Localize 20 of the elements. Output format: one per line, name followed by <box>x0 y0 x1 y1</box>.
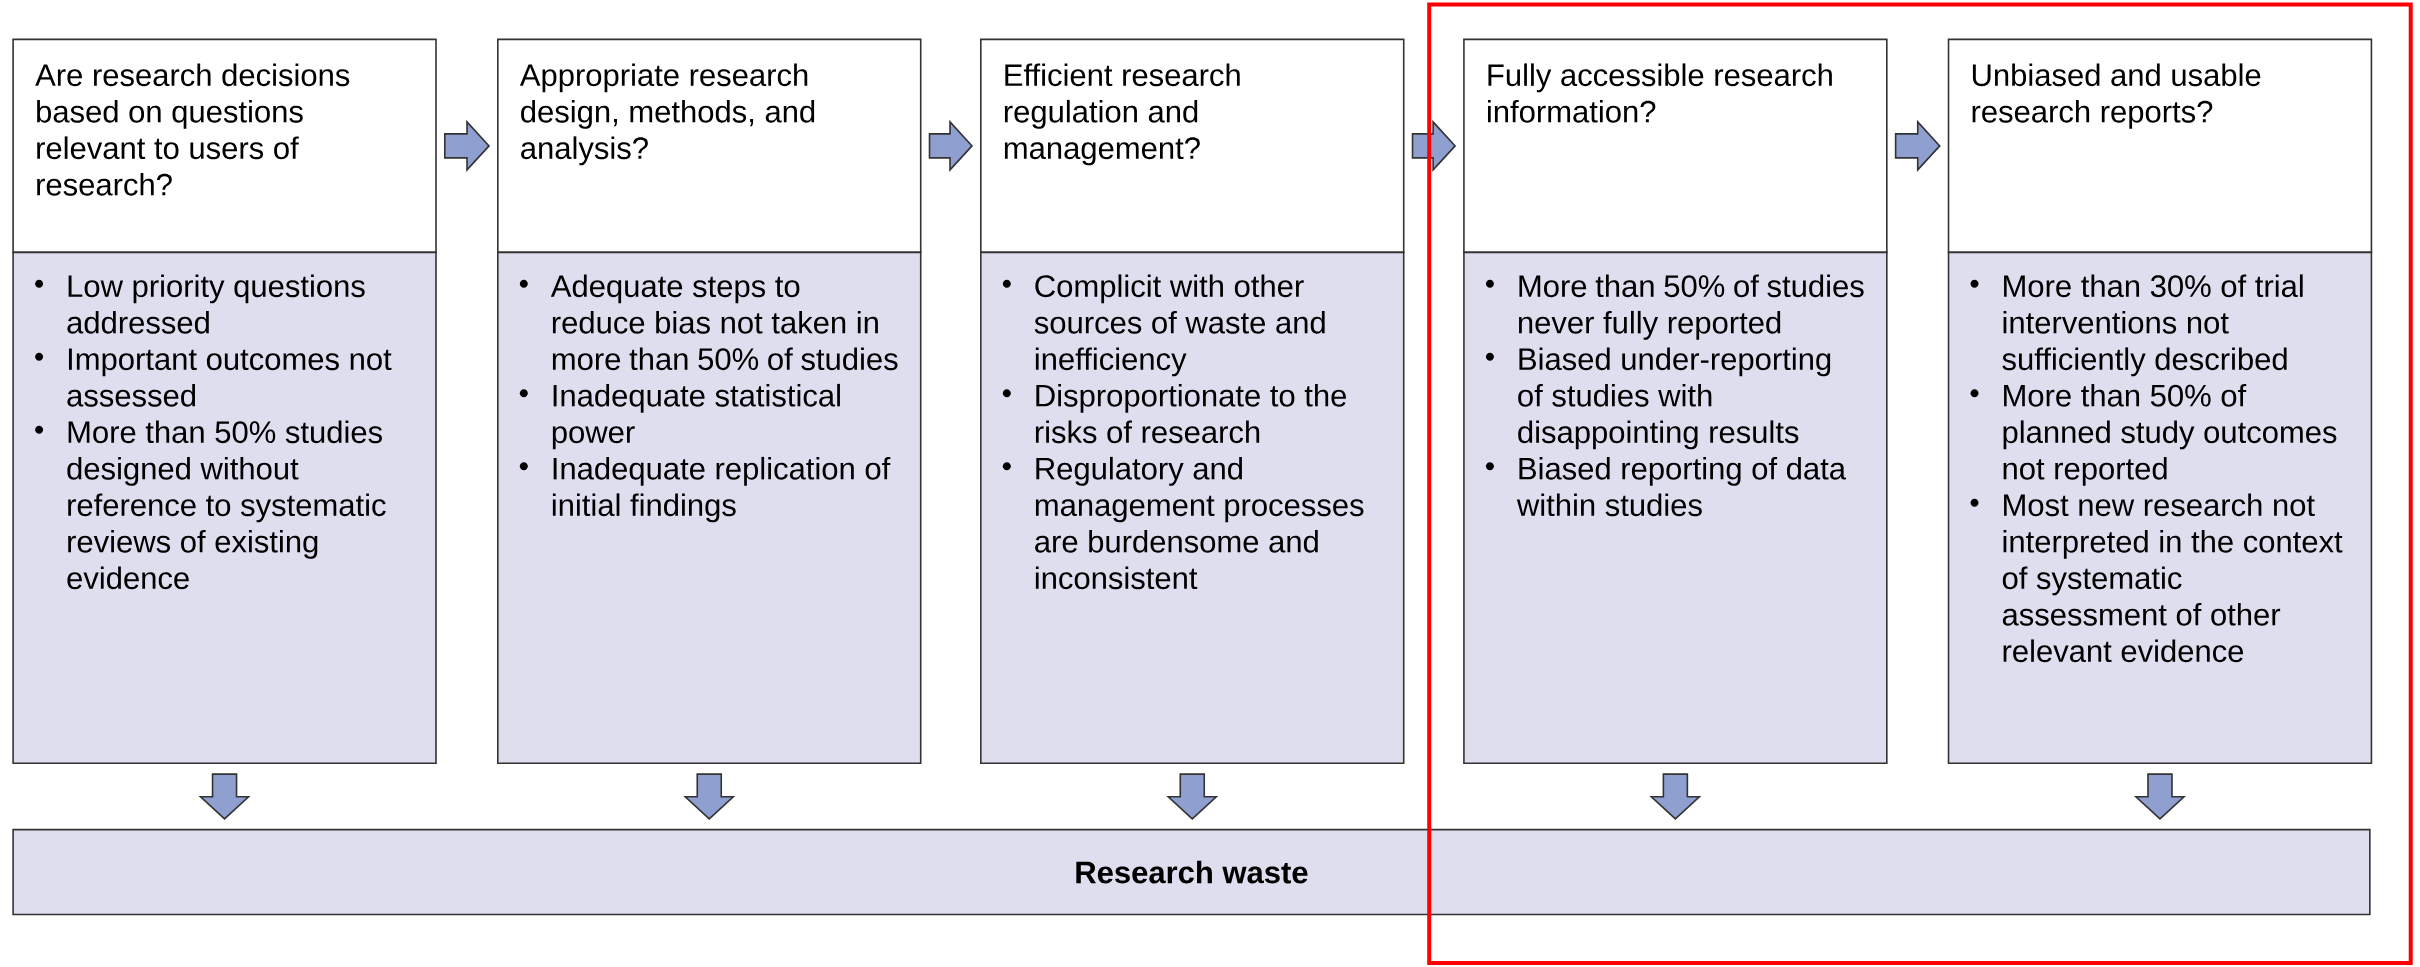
block-arrow <box>683 773 736 820</box>
waste-bar: Research waste <box>12 828 2371 916</box>
bullet-list-box: Adequate steps to reduce bias not taken in more than 50% of studies Inadequate statistical power Inadequate replication of initial findings <box>497 251 922 765</box>
block-arrow <box>1411 119 1457 172</box>
header-box: Efficient research regulation and management? <box>980 38 1405 254</box>
block-arrow <box>444 119 491 172</box>
block-arrow <box>1649 773 1702 820</box>
header-box: Appropriate research design, methods, and analysis? <box>497 38 922 254</box>
header-box: Fully accessible research information? <box>1463 38 1888 254</box>
header-box: Are research decisions based on questions relevant to users of research? <box>12 38 437 254</box>
bullet-list-box: More than 30% of trial interventions not sufficiently described More than 50% of planned study outcomes not reported Most new research not interpreted in the context of systematic assessment of other relevant evidence <box>1947 251 2373 765</box>
block-arrow <box>1166 773 1219 820</box>
block-arrow <box>1894 119 1941 172</box>
bullet-list-box: Complicit with other sources of waste and inefficiency Disproportionate to the risks of research Regulatory and management processes are burdensome and inconsistent <box>980 251 1405 765</box>
block-arrow <box>198 773 251 820</box>
block-arrow <box>2133 773 2187 820</box>
block-arrow <box>928 119 974 172</box>
bullet-list-box: More than 50% of studies never fully reported Biased under-reporting of studies with disappointing results Biased reporting of data within studies <box>1463 251 1888 765</box>
bullet-list-box: Low priority questions addressed Important outcomes not assessed More than 50% studies designed without reference to systematic reviews of existing evidence <box>12 251 437 765</box>
header-box: Unbiased and usable research reports? <box>1947 38 2373 254</box>
